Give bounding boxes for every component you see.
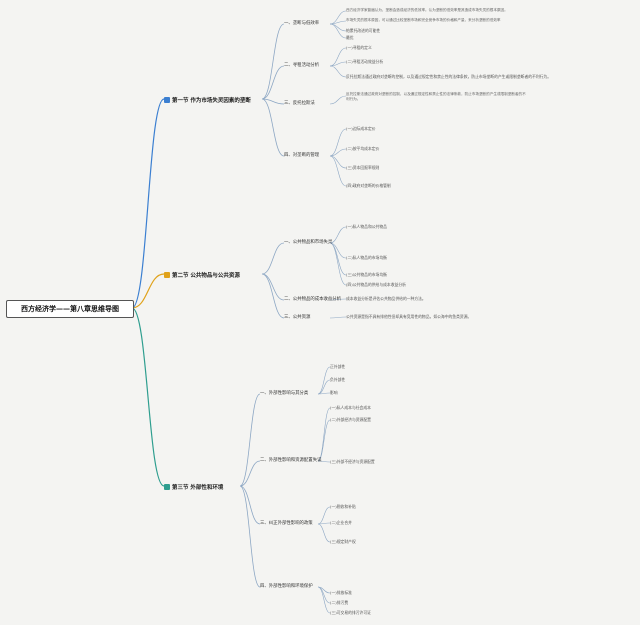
s1-item-4[interactable]: 四、对垄断的管理 — [284, 153, 320, 158]
link-s2-i1-leaf-4 — [329, 242, 347, 286]
section-2-icon — [164, 272, 170, 278]
link-s3-i2-leaf-1 — [317, 407, 331, 462]
link-root-s2 — [131, 273, 165, 309]
link-s3-i2-leaf-3 — [317, 460, 331, 463]
section-3-icon — [164, 484, 170, 490]
link-s3-i1-leaf-2 — [317, 379, 331, 395]
link-s1-i4-leaf-4 — [329, 155, 347, 187]
s1-item-2[interactable]: 二、寻租活动分析 — [284, 63, 320, 68]
s1-item-3[interactable]: 三、反托拉斯法 — [284, 101, 315, 106]
link-s3-i1-leaf-3 — [317, 392, 331, 395]
link-s3-item-4 — [239, 485, 261, 588]
s1-leaf-4c: (三)资本回报率规则 — [346, 165, 380, 170]
link-s1-i3-leaf-1 — [329, 95, 347, 105]
s2-leaf-1d: (四)公共物品的供给与成本收益分析 — [346, 282, 406, 287]
link-root-s1 — [131, 98, 165, 309]
s3-leaf-1b: 负外部性 — [330, 377, 346, 382]
section-3-label: 第三节 外部性和环境 — [172, 485, 224, 491]
link-s1-i4-leaf-2 — [329, 148, 347, 157]
s1-leaf-4d: (四)政府对垄断的价格管制 — [346, 183, 391, 188]
link-s2-i1-leaf-2 — [329, 242, 347, 259]
link-s3-item-2 — [239, 460, 261, 487]
s1-leaf-2a: (一)寻租的定义 — [346, 45, 372, 50]
s2-leaf-1a: (一)私人物品和公共物品 — [346, 224, 387, 229]
section-2-node[interactable]: 第二节 公共物品与公共资源 — [164, 271, 240, 279]
link-s3-i1-leaf-1 — [317, 366, 331, 395]
s1-leaf-2c: 反托拉斯法通过政府对垄断的控制，以及通过规定性和禁止性的法律条款，防止市场垄断的… — [346, 74, 552, 79]
link-s2-i1-leaf-3 — [329, 242, 347, 276]
s2-item-1[interactable]: 一、公共物品和市场失灵 — [284, 240, 333, 245]
link-s1-i1-leaf-3 — [329, 23, 347, 32]
s2-item-3[interactable]: 三、公共资源 — [284, 315, 311, 320]
link-s3-i3-leaf-1 — [317, 506, 331, 525]
link-s2-i2-leaf-1 — [329, 298, 347, 301]
s3-item-4[interactable]: 四、外部性影响和环境保护 — [260, 584, 313, 589]
s3-leaf-2b: (二)外部经济与资源配置 — [330, 417, 371, 422]
s3-leaf-4c: (三)可交易的排污许可证 — [330, 610, 371, 615]
s3-leaf-1c: 影响 — [330, 390, 338, 395]
s3-leaf-3a: (一)税收和补贴 — [330, 504, 356, 509]
link-s3-item-3 — [239, 485, 261, 525]
section-1-label: 第一节 作为市场失灵因素的垄断 — [172, 98, 251, 104]
s2-item-2[interactable]: 二、公共物品的成本收益分析 — [284, 297, 342, 302]
s3-item-1[interactable]: 一、外部性影响与其分类 — [260, 391, 309, 396]
link-s2-i3-leaf-1 — [329, 316, 347, 319]
section-3-node[interactable]: 第三节 外部性和环境 — [164, 483, 223, 491]
s3-leaf-2a: (一)私人成本与社会成本 — [330, 405, 371, 410]
link-s1-item-4 — [261, 98, 285, 157]
s1-leaf-1b: 市场失灵的根本原因，可以通过比较垄断市场和完全竞争市场的价格和产量，来分析垄断的… — [346, 18, 501, 22]
s3-leaf-4b: (二)排污费 — [330, 600, 349, 605]
s1-leaf-1d: 最优 — [346, 35, 354, 40]
link-s2-item-1 — [261, 242, 285, 275]
s1-leaf-4b: (二)按平均成本定价 — [346, 146, 380, 151]
mindmap-root-title[interactable]: 西方经济学——第八章思维导图 — [6, 300, 134, 318]
link-s1-item-2 — [261, 65, 285, 100]
link-s2-item-3 — [261, 273, 285, 319]
s3-leaf-4a: (一)排放标准 — [330, 590, 352, 595]
s1-leaf-1c: 帕累托改进的可能性 — [346, 28, 381, 33]
s1-leaf-1a: 西方经济学家普遍认为，垄断会造成经济的低效率。认为垄断的低效率是其造成市场失灵的… — [346, 8, 508, 12]
link-s1-i1-leaf-4 — [329, 23, 347, 39]
link-s3-i4-leaf-3 — [317, 586, 331, 614]
link-s2-i1-leaf-1 — [329, 226, 347, 244]
s3-leaf-1a: 正外部性 — [330, 364, 346, 369]
link-s3-i2-leaf-2 — [317, 419, 331, 462]
link-s3-i3-leaf-3 — [317, 523, 331, 543]
s2-leaf-1c: (三)公共物品的市场均衡 — [346, 272, 387, 277]
section-1-icon — [164, 97, 170, 103]
s2-leaf-2: 成本收益分析是评估公共物品供给的一种方法。 — [346, 296, 426, 301]
link-s1-i2-leaf-1 — [329, 47, 347, 67]
link-s1-item-3 — [261, 98, 285, 105]
section-2-label: 第二节 公共物品与公共资源 — [172, 273, 240, 279]
link-root-s3 — [131, 307, 165, 487]
s2-leaf-1b: (二)私人物品的市场均衡 — [346, 255, 387, 260]
section-1-node[interactable]: 第一节 作为市场失灵因素的垄断 — [164, 96, 251, 104]
link-s1-item-1 — [261, 23, 285, 100]
s3-item-3[interactable]: 三、纠正外部性影响的政策 — [260, 521, 313, 526]
link-s3-item-1 — [239, 393, 261, 487]
link-s1-i2-leaf-3 — [329, 65, 347, 78]
link-s3-i3-leaf-2 — [317, 522, 331, 525]
link-s1-i2-leaf-2 — [329, 61, 347, 67]
s2-leaf-3: 公共资源是指不具有排他性但却具有竞用性的物品，如公海中的鱼类资源。 — [346, 314, 472, 319]
s3-leaf-3c: (三)规定财产权 — [330, 539, 356, 544]
link-s1-i4-leaf-1 — [329, 128, 347, 157]
s1-leaf-4a: (一)边际成本定价 — [346, 126, 376, 131]
s1-item-1[interactable]: 一、垄断与低效率 — [284, 21, 320, 26]
s3-leaf-3b: (二)企业合并 — [330, 520, 352, 525]
link-s1-i1-leaf-1 — [329, 10, 347, 25]
s3-item-2[interactable]: 二、外部性影响和资源配置失误 — [260, 458, 322, 463]
s1-leaf-2b: (二)寻租活动效益分析 — [346, 59, 384, 64]
link-s1-i4-leaf-3 — [329, 155, 347, 169]
s3-leaf-2c: (三)外部不经济与资源配置 — [330, 459, 375, 464]
s1-leaf-3: 反托拉斯法通过政府对垄断的控制，以及通过规定性和禁止性的法律条款，防止市场垄断的… — [346, 92, 526, 101]
